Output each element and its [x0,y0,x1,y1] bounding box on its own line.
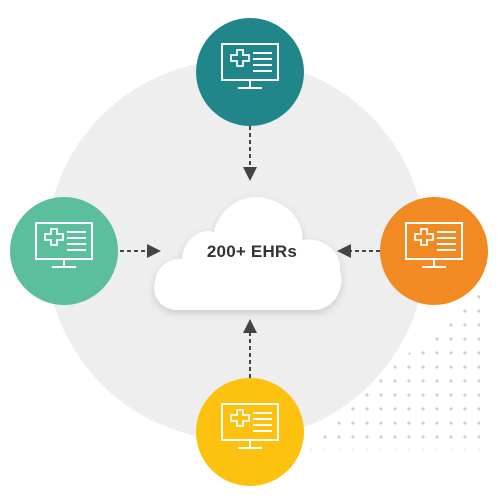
node-bottom [196,378,304,486]
medical-monitor-icon [35,222,93,268]
medical-monitor-icon [405,222,463,268]
node-left [10,197,118,305]
node-top-circle [196,18,304,126]
cloud-label: 200+ EHRs [206,242,298,261]
node-top [196,18,304,126]
node-right [380,197,488,305]
node-right-circle [380,197,488,305]
node-bottom-circle [196,378,304,486]
cloud-icon [154,196,342,310]
medical-monitor-icon [221,43,279,89]
node-left-circle [10,197,118,305]
medical-monitor-icon [221,403,279,449]
dot-pattern [295,285,485,455]
